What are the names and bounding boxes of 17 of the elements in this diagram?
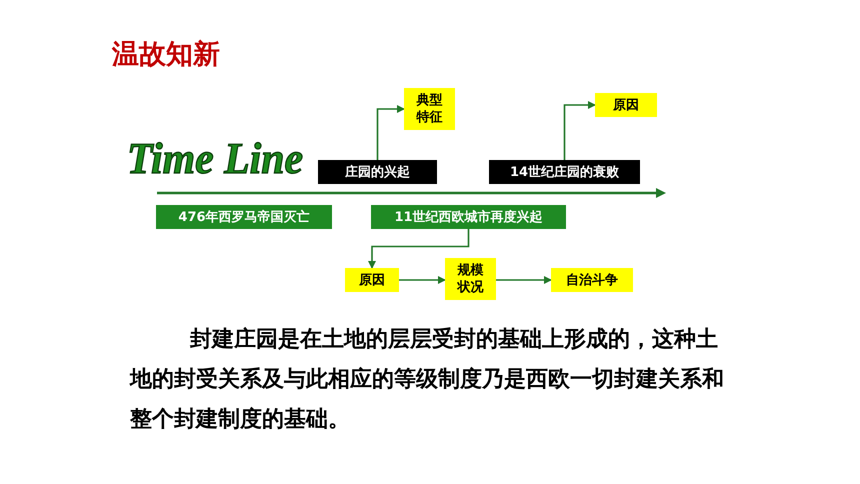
arrow: [376, 105, 405, 160]
event-box: 476年西罗马帝国灭亡: [156, 205, 332, 229]
topic-box: 规模状况: [445, 258, 496, 300]
topic-box: 原因: [595, 93, 657, 117]
paragraph: 封建庄园是在土地的层层受封的基础上形成的，这种土地的封受关系及与此相应的等级制度乃是西欧一切封建关系和整个封建制度的基础。: [130, 326, 725, 434]
topic-box: 自治斗争: [551, 268, 633, 292]
title: 温故知新: [112, 38, 220, 72]
event-box: 14世纪庄园的衰败: [489, 160, 640, 184]
topic-box: 典型特征: [404, 88, 455, 130]
topic-box: 原因: [345, 268, 399, 292]
arrow: [496, 276, 552, 284]
arrow: [368, 229, 470, 269]
event-box: 庄园的兴起: [318, 160, 437, 184]
event-box: 11世纪西欧城市再度兴起: [371, 205, 566, 229]
arrow: [564, 101, 596, 160]
timeline-heading: Time Line: [127, 134, 304, 184]
arrow: [399, 276, 446, 284]
